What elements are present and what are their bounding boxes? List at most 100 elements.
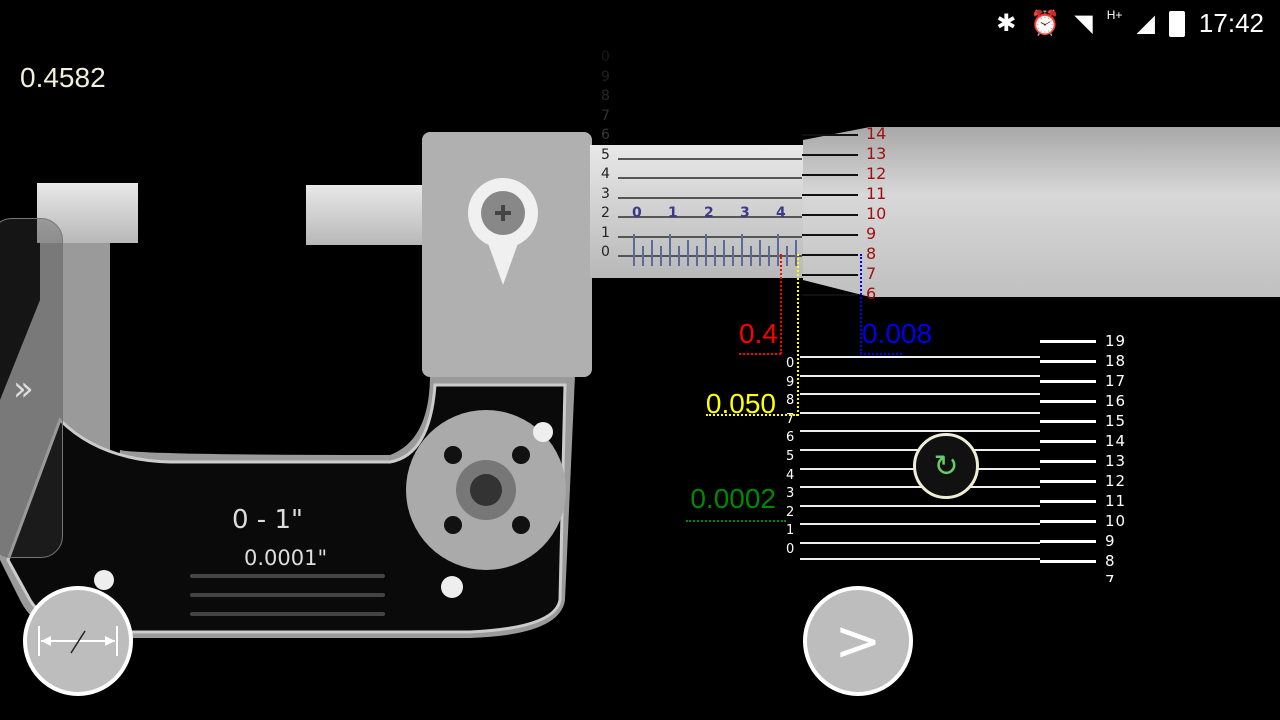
- sleeve-vernier-number: 7: [601, 107, 610, 124]
- side-drawer-handle[interactable]: »: [0, 218, 63, 558]
- sleeve-vernier-number: 5: [601, 146, 610, 163]
- zoom-thimble-number: 17: [1105, 372, 1127, 390]
- sleeve-main-number: 3: [740, 205, 750, 221]
- zoom-vernier-number: 2: [786, 504, 795, 520]
- zoom-vernier-number: 0: [786, 542, 795, 557]
- zoom-thimble-line: [1040, 520, 1096, 523]
- battery-icon: [1168, 10, 1185, 37]
- sleeve-vernier-line: [618, 235, 802, 238]
- sleeve-tick: [705, 234, 707, 266]
- sleeve-vernier-number: 1: [601, 224, 610, 241]
- zoom-thimble-number: 16: [1105, 392, 1127, 410]
- thimble-number: 7: [866, 264, 877, 283]
- zoom-thimble-number: 9: [1105, 532, 1116, 550]
- zoom-thimble-line: [1040, 380, 1096, 383]
- sleeve-tick: [759, 240, 761, 266]
- thimble-line: [802, 214, 858, 216]
- sleeve-tick: [633, 234, 635, 266]
- sleeve-main-number: 4: [776, 205, 786, 221]
- zoom-vernier-number: 9: [786, 374, 795, 390]
- sleeve-tick: [714, 246, 716, 266]
- sleeve-main-number: 2: [704, 205, 714, 221]
- vernier-underline: [686, 520, 786, 522]
- sleeve-vernier-number: 8: [601, 88, 610, 104]
- sleeve-tick: [741, 234, 743, 266]
- thimble-line: [802, 174, 858, 176]
- thimble-line: [802, 194, 858, 196]
- next-button[interactable]: >: [803, 586, 913, 696]
- zoom-vernier-line: [800, 542, 1040, 544]
- sleeve-tick: [750, 246, 752, 266]
- zoom-thimble-line: [1040, 420, 1096, 423]
- alarm-icon: ⏰: [1030, 10, 1061, 37]
- zoom-thimble-number: 14: [1105, 432, 1127, 450]
- resolution-label: 0.0001": [244, 546, 328, 570]
- zoom-vernier-line: [800, 393, 1040, 396]
- next-arrow-icon: >: [834, 608, 882, 674]
- zoom-vernier-line: [800, 411, 1040, 414]
- zoom-thimble-number: 7: [1105, 574, 1116, 582]
- reading-value: 0.4582: [20, 62, 106, 93]
- zoom-thimble-line: [1040, 560, 1096, 563]
- sleeve-vernier-number: 2: [601, 205, 610, 221]
- zoom-thimble-line: [1040, 400, 1096, 403]
- sleeve-tick: [786, 246, 788, 266]
- sleeve-vernier-number: 4: [601, 166, 610, 182]
- sleeve-tick: [642, 246, 644, 266]
- sleeve-vernier-number: 0: [601, 49, 610, 65]
- zoom-thimble-number: 13: [1105, 452, 1127, 470]
- sleeve-tick: [669, 234, 671, 266]
- zoom-thimble-line: [1040, 460, 1096, 463]
- sleeve-vernier-line: [618, 196, 802, 199]
- thimble-number: 8: [866, 244, 877, 263]
- zoom-vernier-line: [800, 523, 1040, 526]
- zoom-vernier-number: 5: [786, 449, 795, 464]
- rotate-icon[interactable]: ↻: [913, 433, 979, 499]
- screw-cross-icon: [495, 205, 511, 221]
- zoom-thimble-number: 18: [1105, 352, 1127, 370]
- clock: 17:42: [1198, 8, 1264, 38]
- zoom-thimble-number: 11: [1105, 492, 1127, 510]
- sleeve-vernier-line: [618, 177, 802, 179]
- zoom-thimble-number: 19: [1105, 332, 1127, 350]
- thimble-line: [802, 134, 858, 136]
- zoom-vernier-number: 3: [786, 486, 795, 502]
- sleeve-tick: [678, 246, 680, 266]
- zoom-thimble-number: 8: [1105, 552, 1116, 570]
- sleeve-vernier-number: 0: [601, 244, 610, 260]
- wifi-icon: ◥: [1074, 10, 1093, 37]
- sleeve-tick: [732, 246, 734, 266]
- zoom-vernier-number: 6: [786, 430, 795, 446]
- thimble-line: [802, 234, 858, 236]
- sleeve-tick: [723, 240, 725, 266]
- zoom-vernier-number: 1: [786, 523, 795, 539]
- caliper-icon: [38, 626, 118, 656]
- zoom-vernier-line: [800, 504, 1040, 507]
- zoom-vernier-number: 4: [786, 467, 795, 483]
- thimble-number: 11: [866, 184, 887, 203]
- zoom-thimble-line: [1040, 360, 1096, 363]
- zoom-vernier-number: 8: [786, 393, 795, 409]
- zoom-vernier-line: [800, 558, 1040, 560]
- thimble-guide: [860, 254, 862, 354]
- network-type: H+: [1106, 8, 1123, 22]
- chevron-double-right-icon: »: [13, 369, 34, 409]
- main-part-label: 0.4: [739, 318, 778, 349]
- thimble-line: [802, 254, 858, 256]
- thimble-number: 6: [866, 284, 877, 303]
- zoom-thimble-number: 15: [1105, 412, 1127, 430]
- thimble-number: 12: [866, 164, 887, 183]
- measure-mode-button[interactable]: [23, 586, 133, 696]
- thimble-line: [802, 154, 858, 156]
- thimble-number: 13: [866, 144, 887, 163]
- sleeve-vernier-line: [618, 157, 802, 160]
- range-label: 0 - 1": [232, 505, 303, 535]
- vernier-part-label: 0.0002: [690, 483, 776, 514]
- zoom-thimble-number: 10: [1105, 512, 1127, 530]
- sleeve-tick: [696, 246, 698, 266]
- sleeve-tick: [777, 234, 779, 266]
- thimble: [803, 127, 1280, 297]
- zoom-thimble-line: [1040, 480, 1096, 483]
- zoom-vernier-number: 7: [786, 411, 795, 427]
- bluetooth-icon: ✱: [996, 10, 1017, 37]
